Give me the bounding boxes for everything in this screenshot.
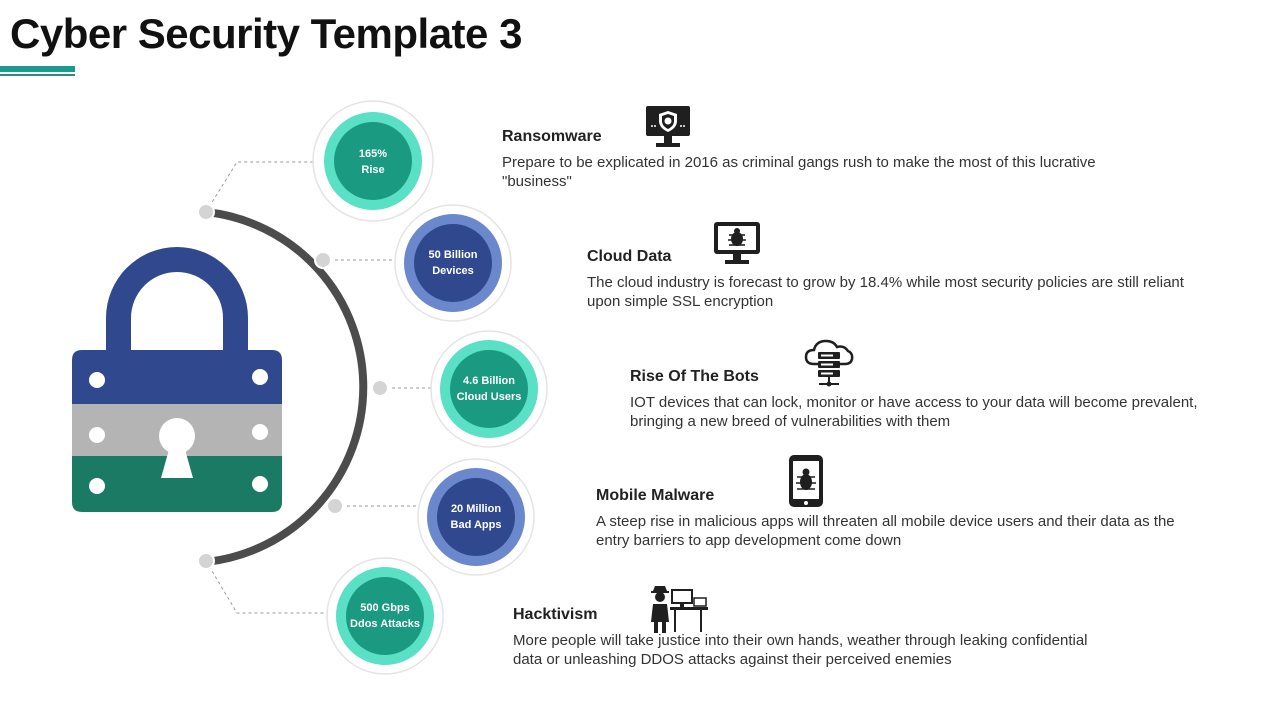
item-heading: Hacktivism <box>513 606 598 623</box>
item-heading: Ransomware <box>502 128 602 145</box>
item-description: A steep rise in malicious apps will thre… <box>596 513 1175 549</box>
item-heading: Rise Of The Bots <box>630 368 759 385</box>
badge-circle-3 <box>430 330 548 448</box>
badge-4-caption: Bad Apps <box>450 519 502 531</box>
badge-5-caption: Ddos Attacks <box>350 618 420 630</box>
badge-1-text: 165% Rise <box>335 146 411 178</box>
badge-1-caption: Rise <box>361 164 385 176</box>
badge-circle-1 <box>312 100 434 222</box>
badge-circle-4 <box>417 458 535 576</box>
badge-3-caption: Cloud Users <box>456 391 522 403</box>
padlock-icon <box>72 247 282 512</box>
page-title: Cyber Security Template 3 <box>10 10 522 57</box>
hacker-desk-icon <box>651 586 708 633</box>
badge-3-value: 4.6 Billion <box>463 375 515 387</box>
badge-circle-2 <box>394 204 512 322</box>
title-underline-thick <box>0 66 75 72</box>
arc-node <box>371 379 389 397</box>
badge-1-value: 165% <box>358 148 388 160</box>
dashed-connectors <box>205 161 436 614</box>
badge-circle-5 <box>326 557 444 675</box>
item-description: The cloud industry is forecast to grow b… <box>587 274 1184 310</box>
item-description: More people will take justice into their… <box>513 632 1088 668</box>
monitor-shield-icon <box>646 106 690 147</box>
badge-2-text: 50 Billion Devices <box>415 247 491 279</box>
arc-node <box>326 497 344 515</box>
arc-node <box>197 552 215 570</box>
cloud-server-icon <box>804 339 854 387</box>
arc-nodes <box>197 203 389 570</box>
item-description: IOT devices that can lock, monitor or ha… <box>630 394 1198 430</box>
badge-5-value: 500 Gbps <box>360 602 410 614</box>
badge-4-text: 20 Million Bad Apps <box>438 501 514 533</box>
connector-5 <box>205 560 330 614</box>
arc-node <box>197 203 215 221</box>
item-heading: Cloud Data <box>587 248 672 265</box>
item-heading: Mobile Malware <box>596 487 715 504</box>
badge-3-text: 4.6 Billion Cloud Users <box>451 373 527 405</box>
arc-node <box>314 251 332 269</box>
badge-4-value: 20 Million <box>450 503 502 515</box>
connector-arc <box>205 208 368 566</box>
badge-2-caption: Devices <box>432 265 474 277</box>
phone-bug-icon <box>789 455 823 507</box>
item-description: Prepare to be explicated in 2016 as crim… <box>502 154 1096 190</box>
connector-1 <box>205 161 318 213</box>
badge-2-value: 50 Billion <box>428 249 478 261</box>
monitor-bug-icon <box>714 222 760 264</box>
title-underline-thin <box>0 74 75 76</box>
badge-5-text: 500 Gbps Ddos Attacks <box>347 600 423 632</box>
